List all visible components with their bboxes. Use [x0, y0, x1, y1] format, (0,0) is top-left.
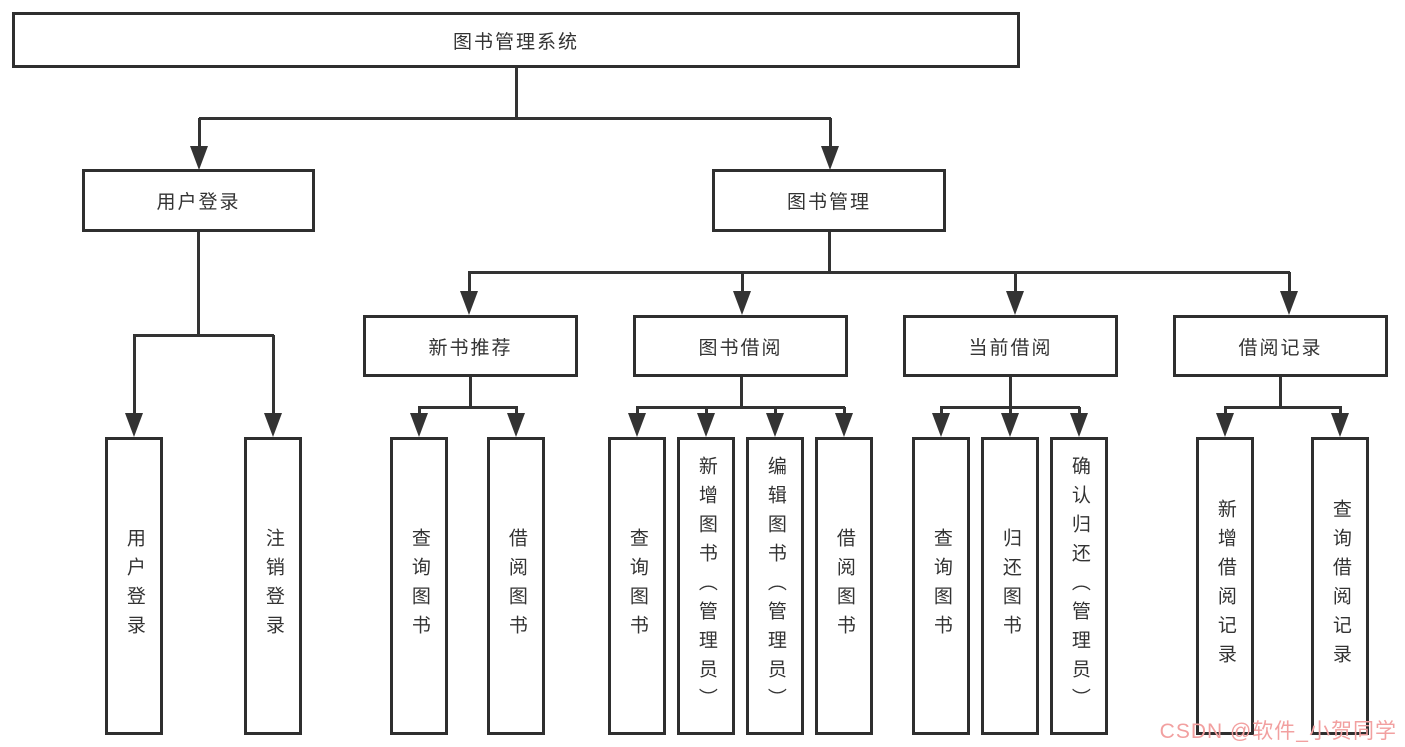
arrow-down-icon — [1001, 413, 1019, 437]
arrow-down-icon — [125, 413, 143, 437]
connector-line — [1014, 272, 1017, 293]
arrow-down-icon — [410, 413, 428, 437]
arrow-down-icon — [1006, 291, 1024, 315]
connector-line — [1224, 406, 1342, 409]
connector-line — [1339, 407, 1342, 415]
node-edit-book-admin: 编辑图书（管理员） — [746, 437, 804, 735]
node-user-login-branch: 用户登录 — [82, 169, 315, 232]
arrow-down-icon — [1216, 413, 1234, 437]
connector-line — [418, 406, 518, 409]
node-query-books-3: 查询图书 — [912, 437, 970, 735]
leaf-label: 新增图书（管理员） — [695, 455, 717, 717]
leaf-label: 查询借阅记录 — [1329, 499, 1351, 673]
connector-line — [636, 407, 639, 415]
connector-line — [705, 407, 708, 415]
connector-line — [418, 407, 421, 415]
connector-line — [198, 118, 201, 147]
connector-line — [1224, 407, 1227, 415]
node-book-management-system: 图书管理系统 — [12, 12, 1020, 68]
node-borrow-books-1: 借阅图书 — [487, 437, 545, 735]
arrow-down-icon — [932, 413, 950, 437]
node-book-borrowing: 图书借阅 — [633, 315, 848, 377]
connector-line — [469, 377, 472, 409]
arrow-down-icon — [1070, 413, 1088, 437]
leaf-label: 确认归还（管理员） — [1068, 455, 1090, 717]
node-query-borrow-record: 查询借阅记录 — [1311, 437, 1369, 735]
leaf-label: 用户登录 — [123, 528, 145, 644]
connector-line — [515, 407, 518, 415]
node-logout: 注销登录 — [244, 437, 302, 735]
node-borrow-books-2: 借阅图书 — [815, 437, 873, 735]
connector-line — [829, 118, 832, 147]
node-return-book: 归还图书 — [981, 437, 1039, 735]
connector-line — [1009, 377, 1012, 409]
node-add-book-admin: 新增图书（管理员） — [677, 437, 735, 735]
connector-line — [515, 68, 518, 120]
arrow-down-icon — [507, 413, 525, 437]
leaf-label: 借阅图书 — [833, 528, 855, 644]
node-query-books-2: 查询图书 — [608, 437, 666, 735]
leaf-label: 查询图书 — [408, 528, 430, 644]
leaf-label: 查询图书 — [626, 528, 648, 644]
arrow-down-icon — [1331, 413, 1349, 437]
node-user-login-leaf: 用户登录 — [105, 437, 163, 735]
leaf-label: 编辑图书（管理员） — [764, 455, 786, 717]
node-add-borrow-record: 新增借阅记录 — [1196, 437, 1254, 735]
node-book-management-branch: 图书管理 — [712, 169, 946, 232]
connector-line — [1009, 407, 1012, 415]
arrow-down-icon — [697, 413, 715, 437]
connector-line — [843, 407, 846, 415]
connector-line — [828, 232, 831, 274]
connector-line — [940, 407, 943, 415]
node-new-book-recommend: 新书推荐 — [363, 315, 578, 377]
arrow-down-icon — [264, 413, 282, 437]
connector-line — [1078, 407, 1081, 415]
connector-line — [740, 377, 743, 409]
connector-line — [1279, 377, 1282, 409]
arrow-down-icon — [835, 413, 853, 437]
connector-line — [468, 272, 471, 293]
connector-line — [197, 232, 200, 337]
leaf-label: 查询图书 — [930, 528, 952, 644]
connector-line — [272, 335, 275, 415]
arrow-down-icon — [821, 146, 839, 170]
node-confirm-return-admin: 确认归还（管理员） — [1050, 437, 1108, 735]
node-query-books-1: 查询图书 — [390, 437, 448, 735]
leaf-label: 归还图书 — [999, 528, 1021, 644]
connector-line — [1288, 272, 1291, 293]
connector-line — [133, 335, 136, 415]
arrow-down-icon — [190, 146, 208, 170]
arrow-down-icon — [733, 291, 751, 315]
arrow-down-icon — [1280, 291, 1298, 315]
leaf-label: 新增借阅记录 — [1214, 499, 1236, 673]
node-borrowing-records: 借阅记录 — [1173, 315, 1388, 377]
connector-line — [636, 406, 845, 409]
leaf-label: 注销登录 — [262, 528, 284, 644]
arrow-down-icon — [766, 413, 784, 437]
node-current-borrowing: 当前借阅 — [903, 315, 1118, 377]
connector-line — [468, 271, 1290, 274]
connector-line — [774, 407, 777, 415]
connector-line — [133, 334, 274, 337]
connector-line — [741, 272, 744, 293]
arrow-down-icon — [628, 413, 646, 437]
arrow-down-icon — [460, 291, 478, 315]
leaf-label: 借阅图书 — [505, 528, 527, 644]
connector-line — [199, 117, 831, 120]
csdn-watermark: CSDN @软件_小贺同学 — [1159, 720, 1397, 743]
